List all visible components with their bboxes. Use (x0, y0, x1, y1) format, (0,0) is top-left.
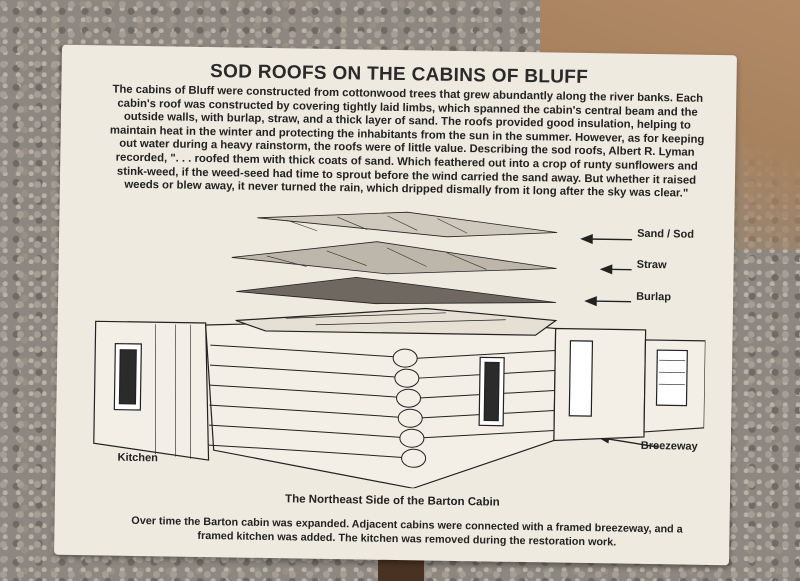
interpretive-sign: SOD ROOFS ON THE CABINS OF BLUFF The cab… (54, 44, 737, 566)
sand-sod-label: Sand / Sod (637, 227, 695, 241)
kitchen-label: Kitchen (117, 451, 159, 465)
roof-layers (231, 211, 558, 305)
illustration-caption-title: The Northeast Side of the Barton Cabin (284, 493, 500, 509)
straw-layer (231, 241, 557, 275)
breezeway-structure (553, 327, 707, 442)
main-cabin (205, 307, 558, 489)
breezeway-label: Breezeway (640, 439, 698, 453)
burlap-layer (236, 276, 557, 305)
sand-layer (257, 211, 558, 238)
illustration-caption-body: Over time the Barton cabin was expanded.… (131, 514, 683, 549)
sign-body-text: The cabins of Bluff were constructed fro… (109, 83, 705, 200)
burlap-label: Burlap (636, 290, 672, 304)
cabin-illustration (93, 211, 707, 489)
kitchen-building (93, 320, 210, 461)
straw-label: Straw (636, 258, 667, 272)
